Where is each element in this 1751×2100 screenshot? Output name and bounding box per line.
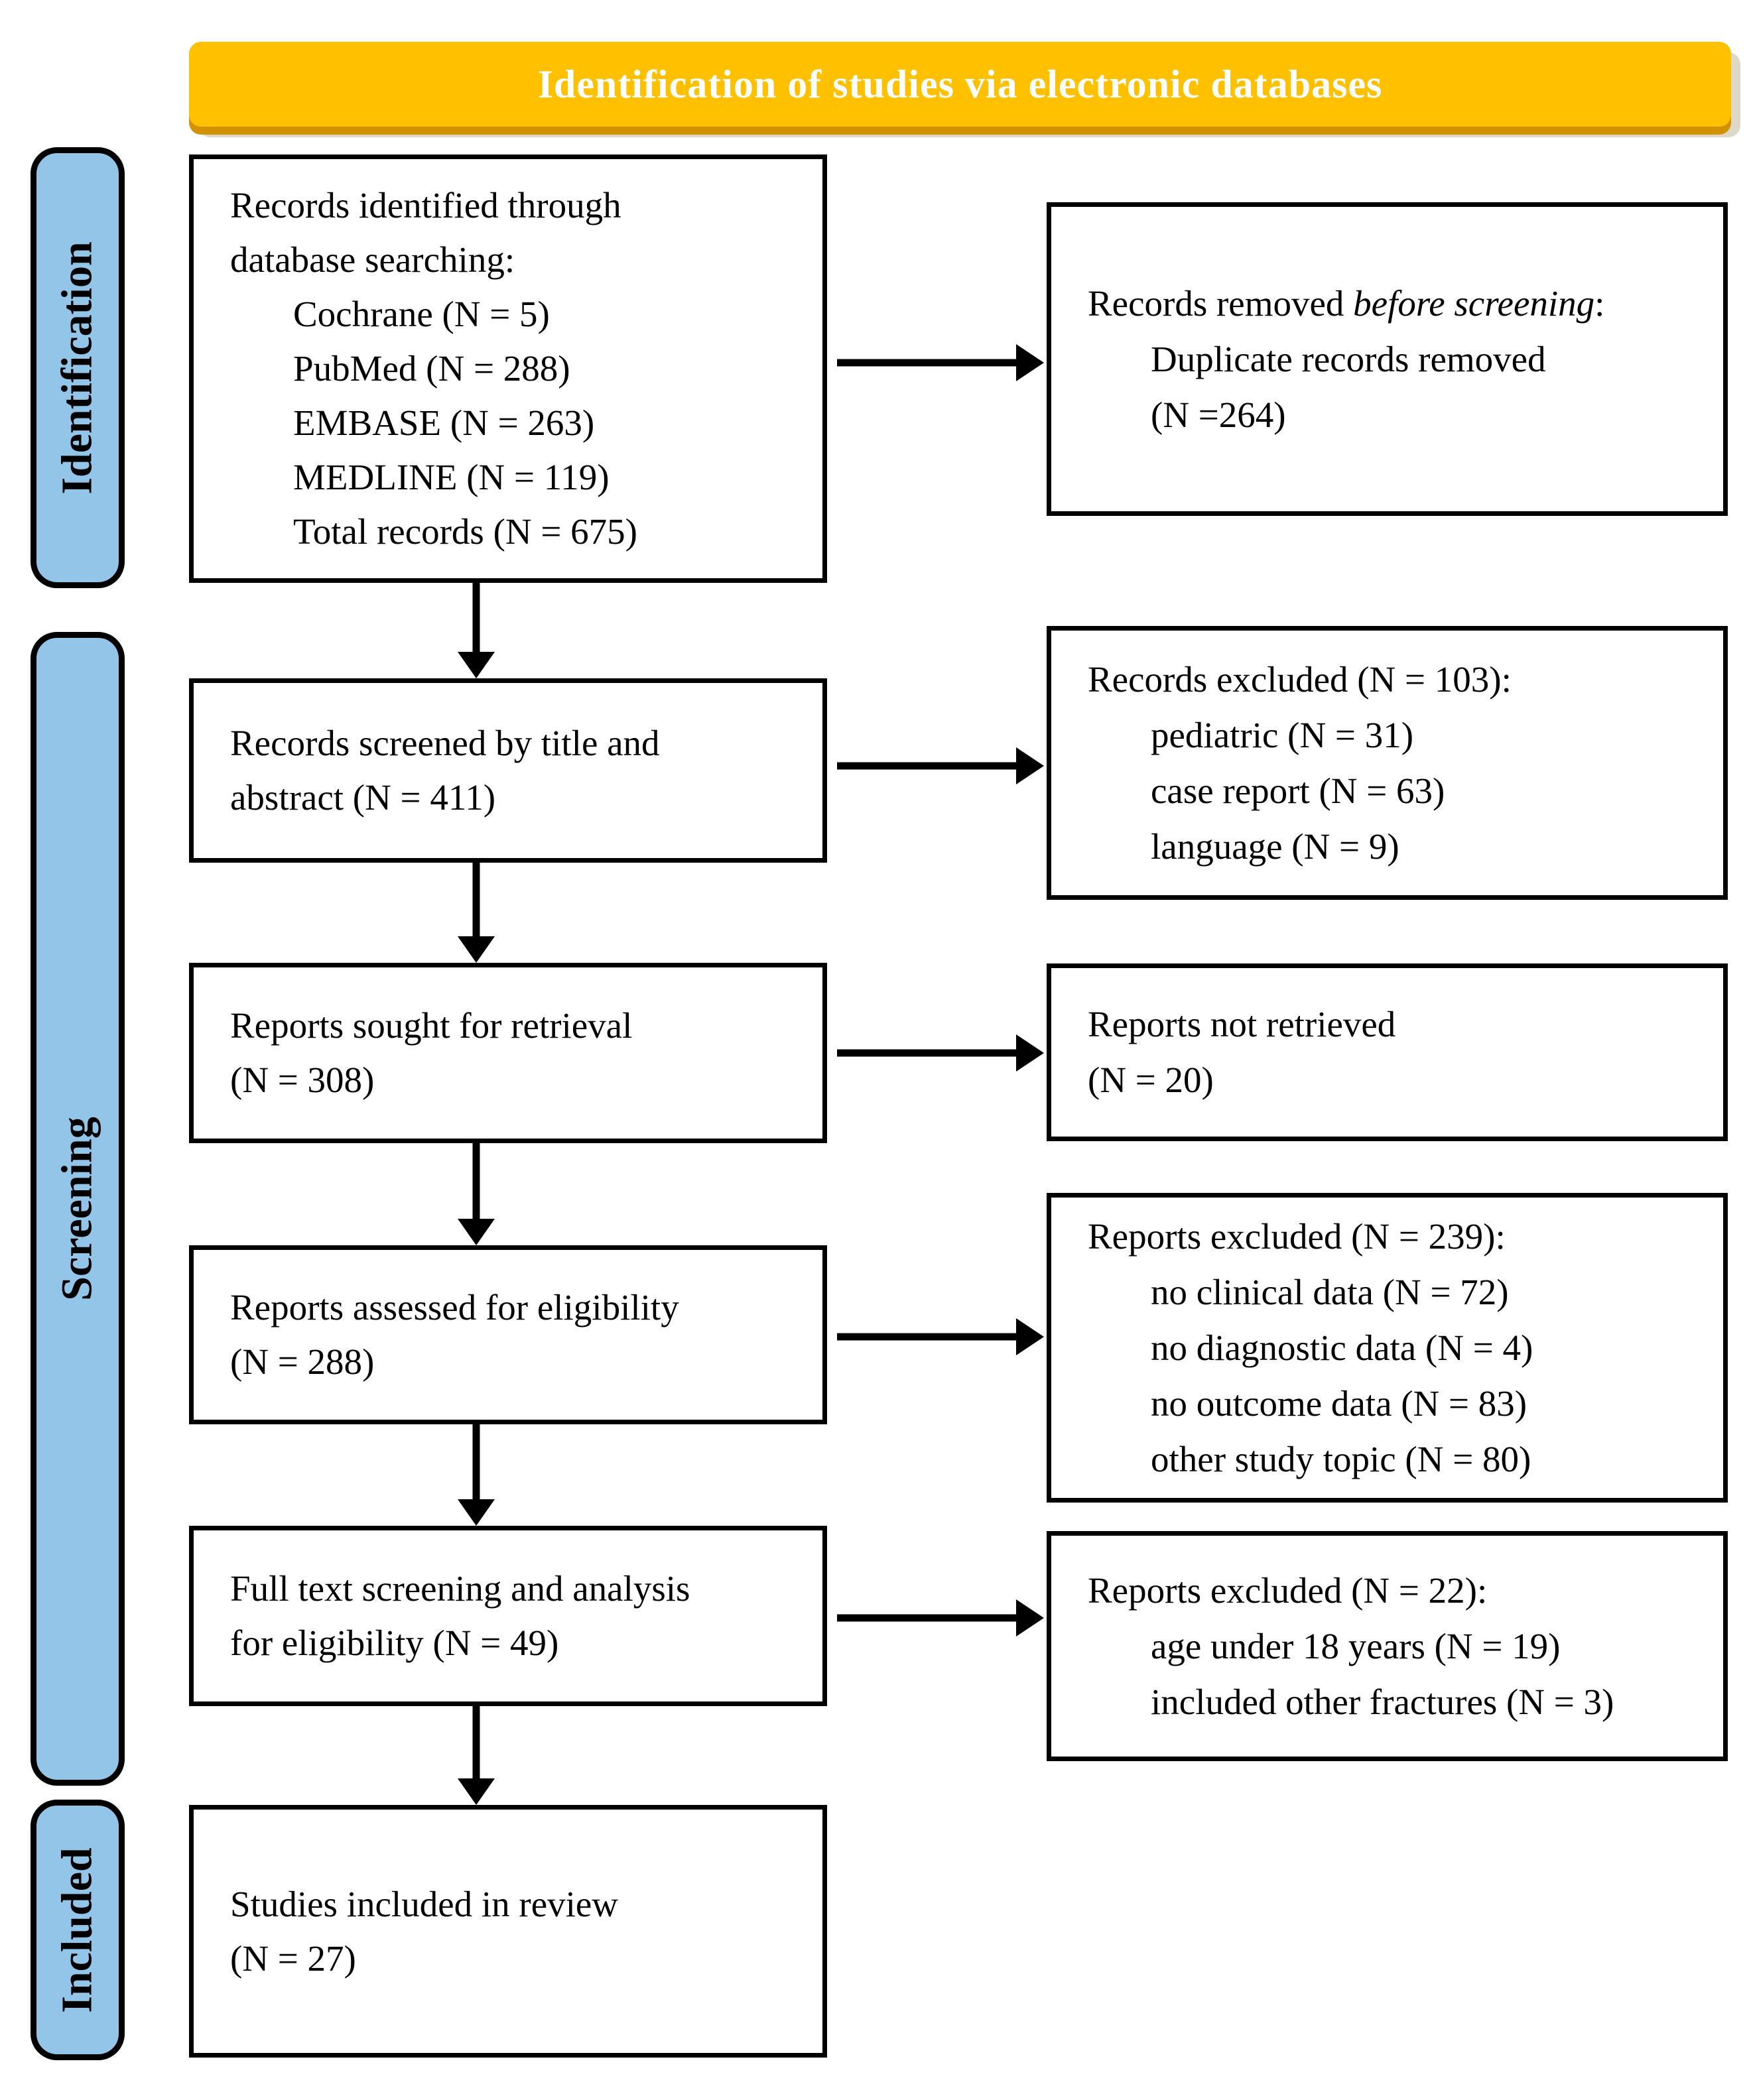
box-line: no clinical data (N = 72) xyxy=(1151,1271,1509,1312)
box-line: Duplicate records removed xyxy=(1151,338,1546,379)
box-line: Full text screening and analysis xyxy=(230,1568,690,1609)
arrow-identified-to-screened-icon xyxy=(458,583,495,678)
flow-box-fulltext-screening: Full text screening and analysis for eli… xyxy=(189,1526,827,1706)
box-line: (N =264) xyxy=(1151,394,1286,435)
box-line: Reports assessed for eligibility xyxy=(230,1287,679,1328)
stage-included: Included xyxy=(31,1800,125,2060)
arrow-screened-to-retrieval-icon xyxy=(458,863,495,963)
box-line: (N = 308) xyxy=(230,1060,375,1100)
arrow-identified-to-removed-icon xyxy=(837,344,1044,381)
box-line: Reports excluded (N = 22): xyxy=(1088,1570,1488,1611)
box-line: age under 18 years (N = 19) xyxy=(1151,1625,1561,1666)
stage-identification: Identification xyxy=(31,147,125,588)
box-line: other study topic (N = 80) xyxy=(1151,1438,1531,1479)
box-line: Studies included in review xyxy=(230,1883,619,1924)
arrow-retrieval-to-not-retrieved-icon xyxy=(837,1034,1044,1072)
text-segment-italic: before screening xyxy=(1353,282,1595,324)
box-line: pediatric (N = 31) xyxy=(1151,714,1414,755)
flow-box-records-screened: Records screened by title and abstract (… xyxy=(189,678,827,863)
arrow-screened-to-records-excluded-icon xyxy=(837,747,1044,784)
box-line: abstract (N = 411) xyxy=(230,777,496,818)
box-line: Records identified through xyxy=(230,185,621,225)
title-banner: Identification of studies via electronic… xyxy=(189,42,1731,127)
box-line: Total records (N = 675) xyxy=(293,511,637,552)
stage-identification-label: Identification xyxy=(53,241,101,495)
side-box-reports-not-retrieved: Reports not retrieved (N = 20) xyxy=(1047,963,1728,1141)
side-box-reports-excluded: Reports excluded (N = 239): no clinical … xyxy=(1047,1193,1728,1503)
arrow-eligibility-to-reports-excluded-icon xyxy=(837,1318,1044,1355)
stage-included-label: Included xyxy=(53,1847,101,2013)
flow-box-studies-included: Studies included in review (N = 27) xyxy=(189,1805,827,2058)
box-line: included other fractures (N = 3) xyxy=(1151,1681,1614,1722)
stage-screening-label: Screening xyxy=(53,1117,102,1301)
box-line: EMBASE (N = 263) xyxy=(293,402,595,443)
box-line: no diagnostic data (N = 4) xyxy=(1151,1327,1533,1368)
box-line: database searching: xyxy=(230,239,515,280)
arrow-retrieval-to-eligibility-icon xyxy=(458,1143,495,1245)
box-line: language (N = 9) xyxy=(1151,826,1399,867)
box-line: (N = 27) xyxy=(230,1938,356,1979)
box-line: Records removed before screening: xyxy=(1088,276,1717,332)
flow-box-reports-sought: Reports sought for retrieval (N = 308) xyxy=(189,963,827,1143)
box-line: Reports sought for retrieval xyxy=(230,1005,633,1046)
text-segment: : xyxy=(1594,282,1605,324)
arrow-fulltext-to-fulltext-excluded-icon xyxy=(837,1599,1044,1637)
side-box-records-removed: Records removed before screening: Duplic… xyxy=(1047,202,1728,516)
box-line: (N = 288) xyxy=(230,1341,375,1382)
arrow-fulltext-to-included-icon xyxy=(458,1706,495,1805)
box-line: Cochrane (N = 5) xyxy=(293,294,550,334)
side-box-fulltext-excluded: Reports excluded (N = 22): age under 18 … xyxy=(1047,1531,1728,1761)
box-line: (N = 20) xyxy=(1088,1060,1214,1100)
box-line: Reports excluded (N = 239): xyxy=(1088,1215,1506,1257)
box-line: PubMed (N = 288) xyxy=(293,348,570,389)
stage-screening: Screening xyxy=(31,632,125,1786)
title-banner-label: Identification of studies via electronic… xyxy=(537,62,1383,106)
arrow-eligibility-to-fulltext-icon xyxy=(458,1424,495,1526)
box-line: no outcome data (N = 83) xyxy=(1151,1383,1527,1424)
flow-box-reports-assessed: Reports assessed for eligibility (N = 28… xyxy=(189,1245,827,1424)
box-line: case report (N = 63) xyxy=(1151,770,1445,811)
box-line: Records screened by title and xyxy=(230,723,660,763)
box-line: Records excluded (N = 103): xyxy=(1088,658,1512,700)
text-segment: Records removed xyxy=(1088,282,1354,324)
side-box-records-excluded: Records excluded (N = 103): pediatric (N… xyxy=(1047,626,1728,900)
box-line: for eligibility (N = 49) xyxy=(230,1623,559,1663)
box-line: MEDLINE (N = 119) xyxy=(293,457,610,497)
box-line: Reports not retrieved xyxy=(1088,1004,1396,1044)
flow-box-records-identified: Records identified through database sear… xyxy=(189,154,827,583)
